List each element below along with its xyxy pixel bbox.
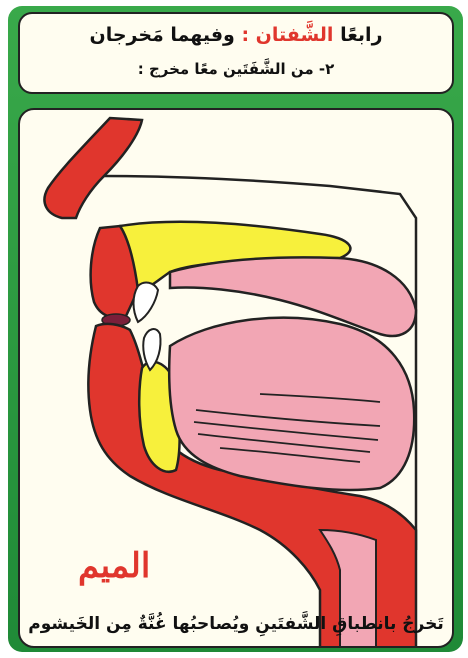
title-highlight: الشَّفتان : (241, 24, 333, 46)
title-prefix: رابعًا (333, 24, 382, 46)
diagram-panel: الميم تَخرجُ بانطباقِ الشَّفتَينِ ويُصاح… (18, 108, 454, 648)
letter-label: الميم (78, 546, 150, 586)
header-box: رابعًا الشَّفتان : وفيهما مَخرجان ٢- من … (18, 12, 454, 94)
nasal-outline (44, 118, 142, 218)
upper-incisor-icon (134, 283, 159, 322)
page-title: رابعًا الشَّفتان : وفيهما مَخرجان (20, 24, 452, 46)
title-suffix: وفيهما مَخرجان (89, 24, 241, 46)
tongue (169, 318, 414, 490)
subtitle: ٢- من الشَّفَتَين معًا مخرج : (20, 60, 452, 78)
caption: تَخرجُ بانطباقِ الشَّفتَينِ ويُصاحبُها غ… (28, 614, 444, 634)
